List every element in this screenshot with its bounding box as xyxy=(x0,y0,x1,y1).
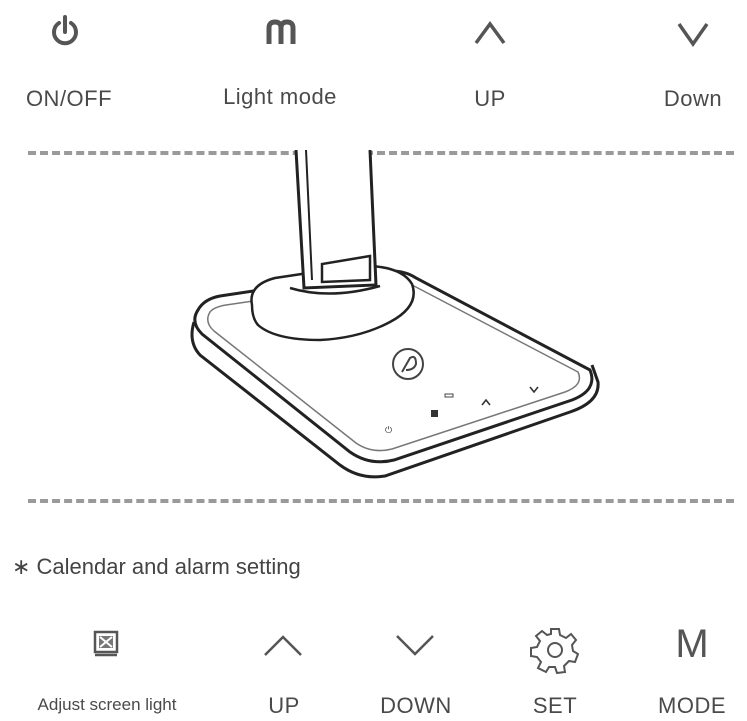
svg-text:⏻: ⏻ xyxy=(385,425,392,436)
lamp-illustration: ⏻ xyxy=(180,149,610,490)
chevron-up-icon xyxy=(473,20,507,46)
bottom-up-label: UP xyxy=(268,693,300,718)
set-label: SET xyxy=(532,693,578,718)
mode-label: MODE xyxy=(658,693,726,718)
m-mode-icon xyxy=(266,19,296,45)
section-title: ∗ Calendar and alarm setting xyxy=(12,554,301,579)
divider-top xyxy=(28,151,734,155)
down-label: Down xyxy=(663,86,723,111)
power-icon xyxy=(49,14,81,48)
chevron-up-icon xyxy=(262,632,304,658)
on-off-label: ON/OFF xyxy=(25,86,113,111)
chevron-down-icon xyxy=(394,632,436,658)
adjust-screen-light-label: Adjust screen light xyxy=(37,695,177,714)
gear-icon xyxy=(530,626,580,674)
up-label: UP xyxy=(474,86,506,111)
mode-m-glyph: M xyxy=(675,622,709,666)
divider-bottom xyxy=(28,499,734,503)
screen-light-icon xyxy=(92,629,122,659)
chevron-down-icon xyxy=(676,20,710,48)
bottom-down-label: DOWN xyxy=(380,693,452,718)
light-mode-label: Light mode xyxy=(223,84,337,109)
